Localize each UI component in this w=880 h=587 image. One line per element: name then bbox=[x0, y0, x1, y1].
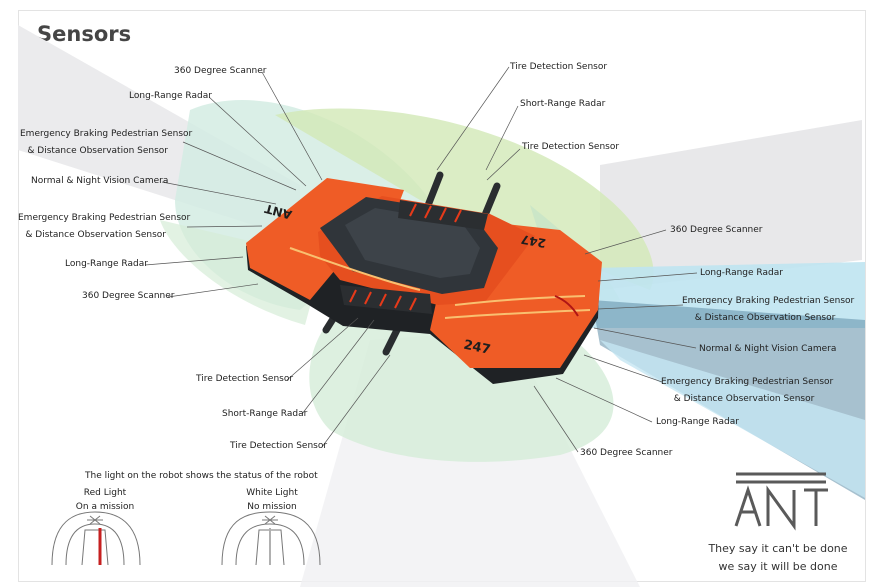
brand-tagline: They say it can't be done we say it will… bbox=[703, 540, 853, 576]
label-360-scanner-right-bottom: 360 Degree Scanner bbox=[580, 448, 673, 458]
label-tire-sensor-top-2: Tire Detection Sensor bbox=[522, 142, 620, 152]
label-tire-sensor-top-1: Tire Detection Sensor bbox=[510, 62, 608, 72]
label-long-range-radar-left-top: Long-Range Radar bbox=[129, 91, 212, 101]
label-360-scanner-left-top: 360 Degree Scanner bbox=[174, 66, 267, 76]
tagline-line-1: They say it can't be done bbox=[708, 542, 848, 555]
emergency-beam-light bbox=[600, 340, 865, 498]
label-short-range-radar-top: Short-Range Radar bbox=[520, 99, 606, 109]
status-red-desc: On a mission bbox=[75, 502, 135, 512]
robot-top-panel-inset bbox=[345, 208, 480, 278]
tagline-line-2: we say it will be done bbox=[718, 560, 838, 573]
label-360-scanner-left-bottom: 360 Degree Scanner bbox=[82, 291, 175, 301]
label-emergency-sensor-left-top: Emergency Braking Pedestrian Sensor & Di… bbox=[20, 129, 193, 156]
robot-unit-number-top: 247 bbox=[520, 232, 547, 250]
label-short-range-radar-bottom: Short-Range Radar bbox=[222, 409, 308, 419]
label-360-scanner-right-top: 360 Degree Scanner bbox=[670, 225, 763, 235]
label-long-range-radar-right-top: Long-Range Radar bbox=[700, 268, 783, 278]
leader-lines bbox=[144, 66, 698, 453]
status-red-title: Red Light bbox=[83, 488, 127, 498]
robot-trim-lines bbox=[289, 247, 591, 319]
label-tire-sensor-bottom-1: Tire Detection Sensor bbox=[196, 374, 294, 384]
status-white-title: White Light bbox=[246, 488, 298, 498]
robot-hatch-stripes bbox=[349, 203, 462, 311]
label-night-camera-left: Normal & Night Vision Camera bbox=[31, 176, 169, 186]
status-white-caption: White Light No mission bbox=[222, 486, 322, 514]
robot-hatch-front bbox=[340, 285, 432, 314]
robot-body: ANT 247 247 bbox=[246, 178, 602, 384]
label-tire-sensor-bottom-2: Tire Detection Sensor bbox=[230, 441, 328, 451]
robot-unit-number-front: 247 bbox=[462, 338, 492, 358]
status-robot-red bbox=[51, 511, 141, 566]
label-night-camera-right: Normal & Night Vision Camera bbox=[699, 344, 837, 354]
page-title: Sensors bbox=[37, 22, 132, 46]
label-emergency-sensor-right-bottom: Emergency Braking Pedestrian Sensor & Di… bbox=[661, 377, 834, 404]
label-long-range-radar-left-bottom: Long-Range Radar bbox=[65, 259, 148, 269]
label-long-range-radar-right-bottom: Long-Range Radar bbox=[656, 417, 739, 427]
status-legend-title: The light on the robot shows the status … bbox=[85, 471, 318, 481]
status-white-desc: No mission bbox=[247, 502, 297, 512]
radar-zone-left bbox=[160, 220, 320, 325]
brand-logo bbox=[734, 472, 828, 531]
label-emergency-sensor-left-bottom: Emergency Braking Pedestrian Sensor & Di… bbox=[18, 213, 191, 240]
red-light-strip bbox=[554, 295, 579, 317]
beam-right-gray bbox=[600, 120, 862, 290]
status-red-caption: Red Light On a mission bbox=[55, 486, 155, 514]
label-emergency-sensor-right-top: Emergency Braking Pedestrian Sensor & Di… bbox=[682, 296, 855, 323]
